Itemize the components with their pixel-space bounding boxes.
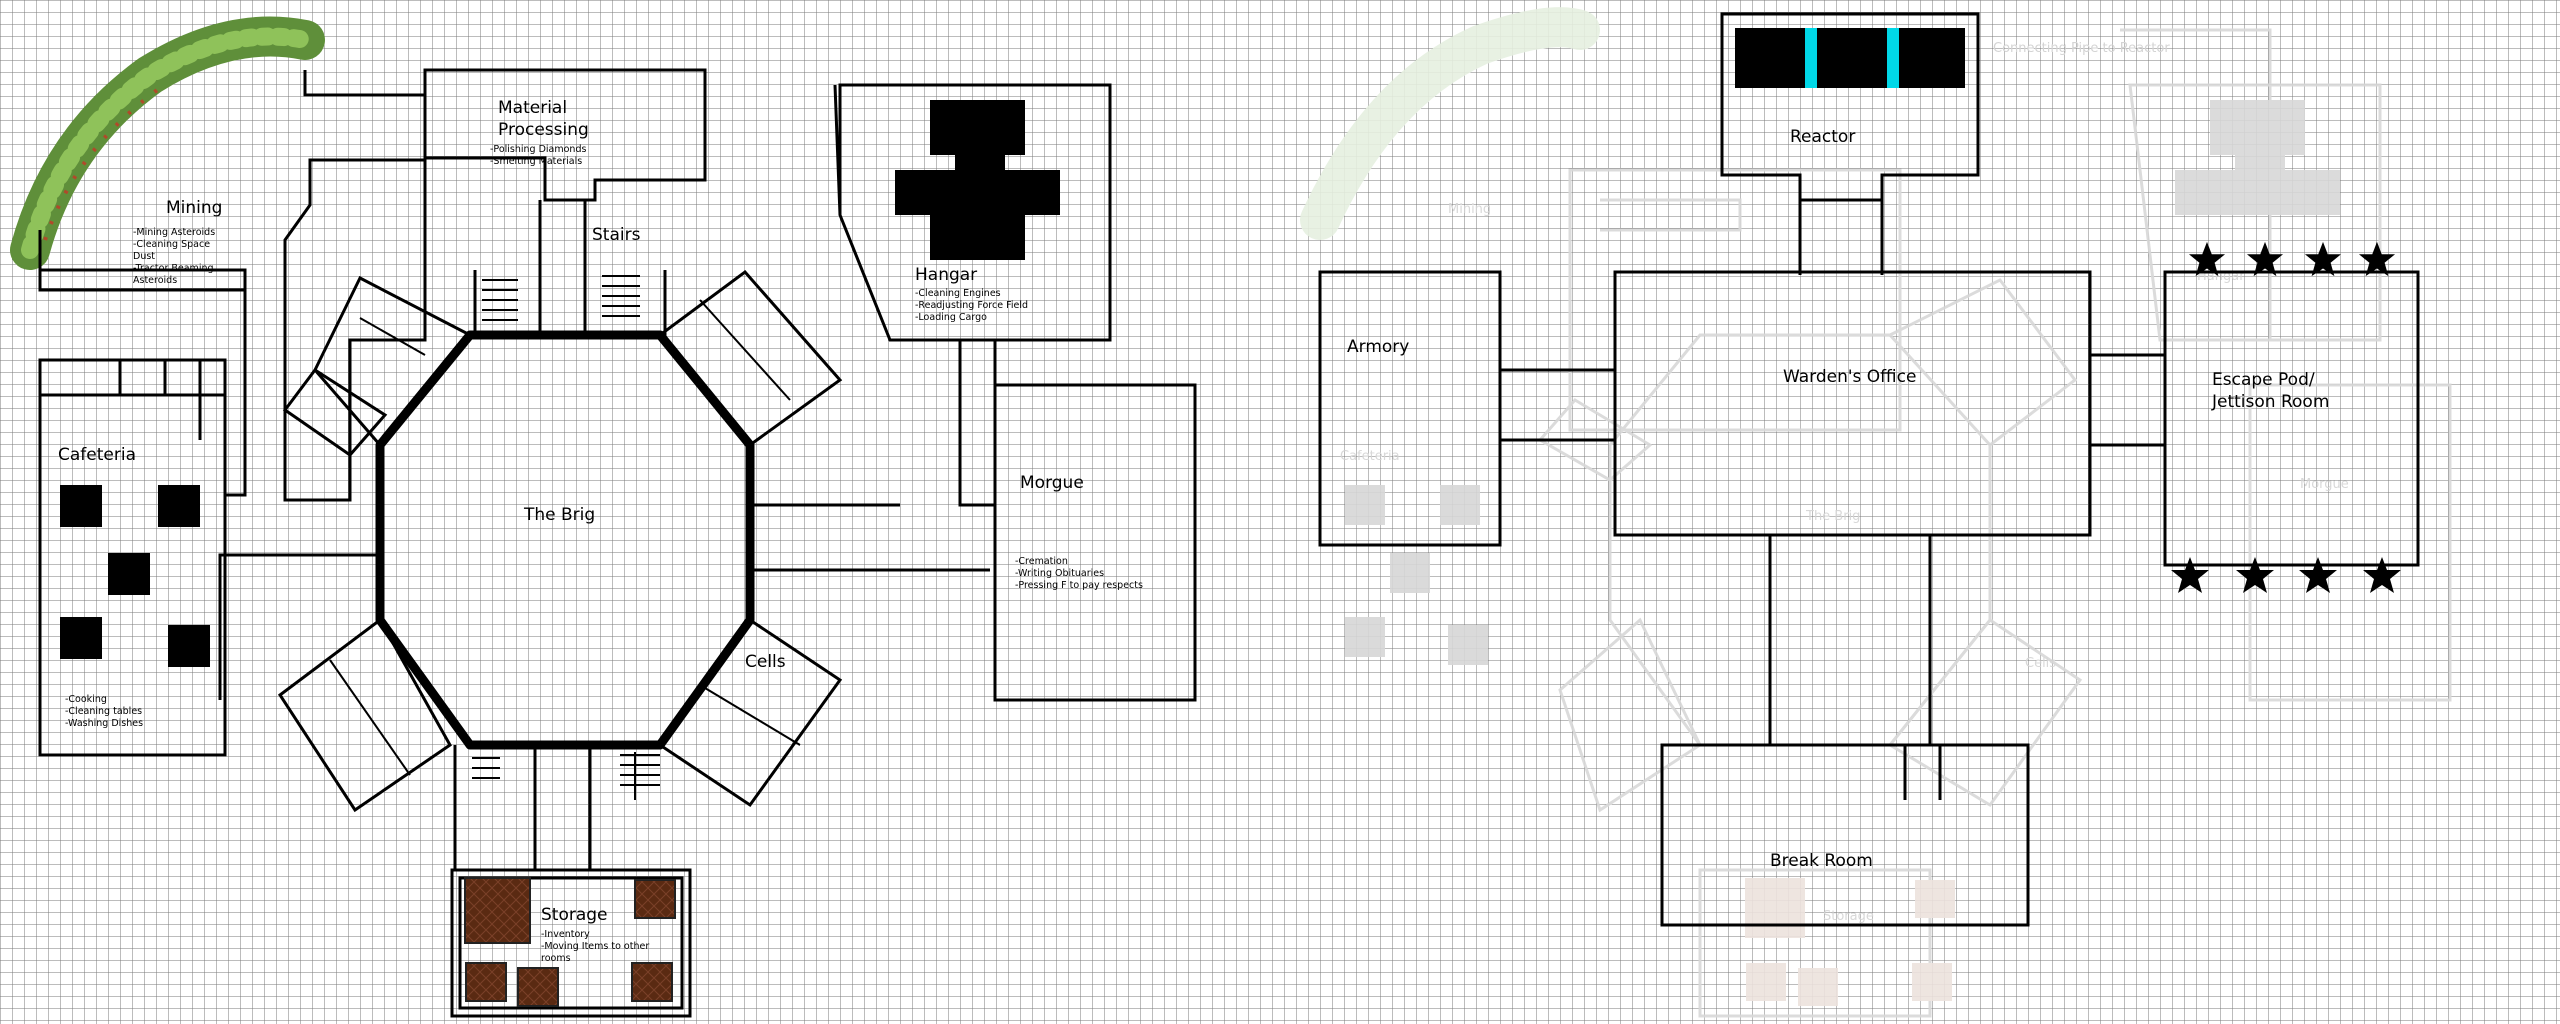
material-processing-task: -Smelting Materials	[490, 156, 582, 167]
ghost-label: Storage	[1823, 909, 1874, 924]
mining-passage	[303, 70, 425, 97]
cells-top-left	[282, 275, 473, 457]
cells-title: Cells	[745, 652, 786, 672]
mining-task: Asteroids	[133, 275, 177, 286]
hangar-title: Hangar	[915, 265, 977, 285]
morgue-room	[993, 383, 1197, 702]
ghost-label: Cells	[2025, 656, 2056, 671]
upper-floor: Mining Cafeteria The Brig Hangar Morgue …	[1300, 7, 2452, 1018]
mining-task: -Tractor Beaming	[133, 263, 214, 274]
armory-title: Armory	[1347, 337, 1409, 357]
mining-task: -Mining Asteroids	[133, 227, 215, 238]
wardens-office-room	[1613, 270, 2092, 537]
ship-icon	[895, 100, 1060, 260]
storage-task: -Moving Items to other	[541, 941, 649, 952]
escape-pod-room	[2163, 270, 2420, 567]
hangar-task: -Cleaning Engines	[915, 288, 1001, 299]
table-icon	[60, 485, 210, 667]
asteroid-icon	[10, 16, 325, 270]
ghost-label: Mining	[1448, 202, 1491, 217]
reactor-corridor	[1798, 175, 1884, 275]
brig-west-corridor	[218, 553, 380, 700]
ground-floor: Mining -Mining Asteroids -Cleaning Space…	[10, 16, 1197, 1018]
brig-title: The Brig	[523, 505, 595, 525]
escape-pod-title: Jettison Room	[2211, 392, 2329, 412]
connecting-pipe-note: Connecting Pipe to Reactor	[1993, 41, 2170, 56]
mining-task: Dust	[133, 251, 155, 262]
material-processing-title: Material	[498, 98, 567, 118]
stairs-icon	[482, 279, 518, 321]
storage-title: Storage	[541, 905, 608, 925]
escape-pod-title: Escape Pod/	[2212, 370, 2315, 390]
morgue-title: Morgue	[1020, 473, 1084, 493]
cafeteria-task: -Cooking	[65, 694, 107, 705]
material-processing-task: -Polishing Diamonds	[490, 144, 586, 155]
cells-bottom-left	[277, 617, 452, 813]
morgue-task: -Pressing F to pay respects	[1015, 580, 1143, 591]
storage-room	[450, 868, 692, 1018]
morgue-task: -Writing Obituaries	[1015, 568, 1104, 579]
ghost-label: Morgue	[2300, 477, 2349, 492]
cells-top-right	[657, 269, 843, 448]
cafeteria-task: -Cleaning tables	[65, 706, 142, 717]
material-processing-title: Processing	[498, 120, 589, 140]
mining-title: Mining	[166, 198, 222, 218]
reactor-title: Reactor	[1790, 127, 1855, 147]
break-room-title: Break Room	[1770, 851, 1873, 871]
mining-task: -Cleaning Space	[133, 239, 210, 250]
stairs-title: Stairs	[592, 225, 641, 245]
stairs-icon	[602, 275, 640, 317]
cafeteria-title: Cafeteria	[58, 445, 136, 465]
hangar-task: -Loading Cargo	[915, 312, 987, 323]
storage-task: -Inventory	[541, 929, 590, 940]
material-processing-room	[283, 68, 707, 502]
morgue-task: -Cremation	[1015, 556, 1068, 567]
escape-corridor	[2090, 353, 2165, 447]
cells-bottom-right	[657, 617, 843, 808]
hangar-task: -Readjusting Force Field	[915, 300, 1028, 311]
storage-task: rooms	[541, 953, 571, 964]
break-corridor	[1768, 535, 1932, 745]
stairs-icon	[472, 757, 500, 779]
stairs-icon	[620, 754, 660, 786]
cafeteria-task: -Washing Dishes	[65, 718, 143, 729]
armory-room	[1318, 270, 1502, 547]
wardens-office-title: Warden's Office	[1783, 367, 1916, 387]
ghost-label: Cafeteria	[1340, 449, 1400, 464]
ghost-label: The Brig	[1805, 509, 1860, 524]
reactor-core	[1735, 28, 1965, 88]
storage-corridor-left	[453, 745, 537, 870]
cafeteria-room	[38, 358, 227, 757]
crate-icon	[464, 877, 676, 1007]
armory-corridor	[1500, 368, 1615, 442]
